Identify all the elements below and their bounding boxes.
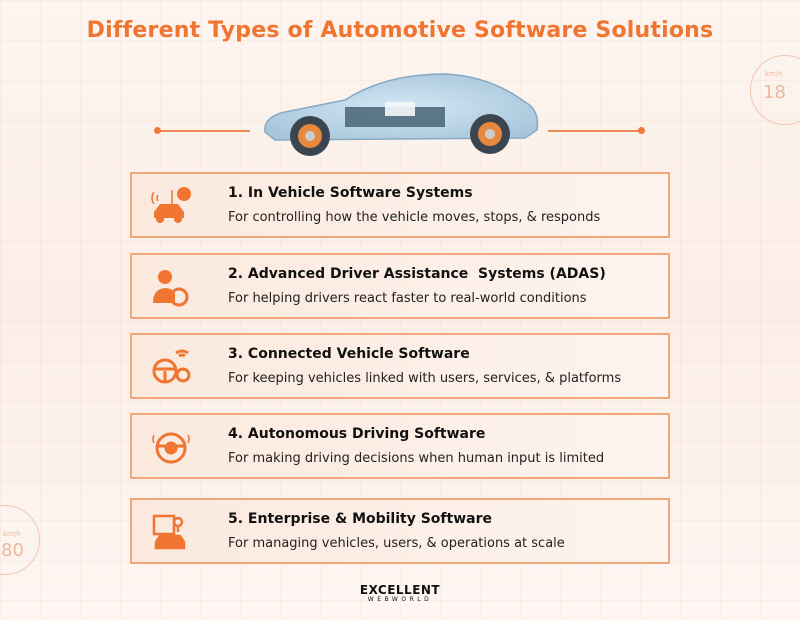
solution-card-1: 1. In Vehicle Software Systems For contr… xyxy=(130,172,670,238)
connector-line-right xyxy=(548,130,642,132)
solution-card-2: 2. Advanced Driver Assistance Systems (A… xyxy=(130,253,670,319)
steering-wifi-gear-icon xyxy=(152,349,191,384)
card-description: For helping drivers react faster to real… xyxy=(228,291,587,306)
brand-logo: EXCELLENT WEBWORLD xyxy=(0,583,800,603)
card-heading: 2. Advanced Driver Assistance Systems (A… xyxy=(228,266,606,282)
connector-dot-left xyxy=(154,127,161,134)
gauge-value: 18 xyxy=(763,82,786,103)
card-heading: 5. Enterprise & Mobility Software xyxy=(228,511,492,527)
speedometer-decoration-right: km/h 18 xyxy=(750,55,800,125)
solution-card-4: 4. Autonomous Driving Software For makin… xyxy=(130,413,670,479)
speedometer-decoration-left: km/h 80 xyxy=(0,505,40,575)
card-description: For making driving decisions when human … xyxy=(228,451,605,466)
card-heading: 3. Connected Vehicle Software xyxy=(228,346,470,362)
fleet-map-icon xyxy=(152,514,186,550)
card-description: For controlling how the vehicle moves, s… xyxy=(228,210,601,225)
card-description: For keeping vehicles linked with users, … xyxy=(228,371,622,386)
connected-car-icon xyxy=(151,187,191,223)
connector-line-left xyxy=(158,130,250,132)
logo-line-1: EXCELLENT xyxy=(359,583,441,597)
card-description: For managing vehicles, users, & operatio… xyxy=(228,536,565,551)
car-xray-illustration xyxy=(264,73,539,156)
gauge-unit: km/h xyxy=(765,70,783,78)
card-heading: 4. Autonomous Driving Software xyxy=(228,426,486,442)
solution-card-5: 5. Enterprise & Mobility Software For ma… xyxy=(130,498,670,564)
autonomous-steering-icon xyxy=(152,432,190,464)
solution-card-3: 3. Connected Vehicle Software For keepin… xyxy=(130,333,670,399)
connector-dot-right xyxy=(638,127,645,134)
gauge-value: 80 xyxy=(1,540,24,561)
logo-line-2: WEBWORLD xyxy=(367,596,433,603)
page-title: Different Types of Automotive Software S… xyxy=(86,18,714,43)
gauge-unit: km/h xyxy=(3,530,21,538)
driver-steering-icon xyxy=(153,270,189,307)
card-heading: 1. In Vehicle Software Systems xyxy=(228,185,473,201)
